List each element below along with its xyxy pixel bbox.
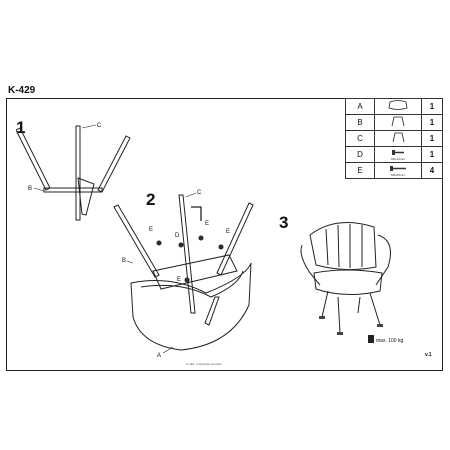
step-1-number: 1 (16, 118, 26, 137)
screw-icon (198, 235, 204, 241)
weight-icon (368, 335, 374, 343)
callout-a: A (157, 353, 161, 359)
callout-b: B (122, 258, 126, 264)
chair-legs (321, 290, 381, 334)
version-label: v.1 (425, 352, 432, 358)
part-row-e: E M6x25mm 4 (345, 162, 443, 179)
callout-e-2: E (205, 221, 209, 227)
leg-3 (216, 202, 254, 276)
callout-c: C (197, 190, 202, 196)
part-row-d: D M6x16mm 1 (345, 146, 443, 163)
part-spec: M6x25mm (391, 173, 406, 177)
leg-glide (319, 316, 325, 319)
rear-leg-left (75, 125, 81, 221)
front-leg-left (16, 127, 51, 191)
bolt-icon (178, 242, 184, 248)
right-armrest (375, 234, 391, 286)
seat-icon (388, 100, 408, 110)
part-row-a: A 1 (345, 98, 443, 115)
chair-seat (313, 269, 383, 296)
callout-e-3: E (226, 229, 230, 235)
part-code: B (345, 114, 375, 131)
part-qty: 4 (421, 162, 443, 179)
callout-c: C (97, 123, 102, 129)
part-code: A (345, 98, 375, 115)
part-row-c: C 1 (345, 130, 443, 147)
leg-glide (337, 332, 343, 335)
model-number: K-429 (8, 85, 36, 96)
screw-icon (184, 277, 190, 283)
step-3-diagram: max. 100 kg (300, 222, 403, 344)
callout-e-1: E (149, 227, 153, 233)
leg-4 (204, 296, 220, 326)
weight-limit: max. 100 kg (376, 338, 403, 344)
rear-leg-right (77, 177, 95, 216)
leg-glide (377, 324, 383, 327)
seat-edge (140, 270, 244, 298)
chair-back (309, 222, 377, 271)
callout-e-4: E (177, 277, 181, 283)
footnote: K-429 · instrukcja montażu (186, 362, 222, 366)
screw-icon (218, 244, 224, 250)
part-spec: M6x16mm (391, 157, 406, 161)
seat-shell (130, 262, 252, 351)
callout-b: B (28, 186, 32, 192)
callout-d: D (175, 233, 180, 239)
leg-2 (178, 194, 196, 314)
part-code: E (345, 162, 375, 179)
step-1-diagram: C B (16, 123, 131, 221)
part-code: C (345, 130, 375, 147)
assembly-sheet: K-429 1 2 3 C B (6, 85, 443, 371)
hex-key-icon (191, 206, 202, 221)
part-qty: 1 (421, 130, 443, 147)
backrest-channels (325, 224, 363, 268)
left-armrest (300, 244, 321, 286)
step-2-number: 2 (146, 190, 156, 209)
leg-1 (113, 204, 160, 278)
part-qty: 1 (421, 98, 443, 115)
rear-leg-frame-icon (392, 132, 405, 143)
part-code: D (345, 146, 375, 163)
leg-frame-base (152, 254, 238, 290)
screw-icon (390, 166, 406, 171)
sheet-frame (6, 98, 443, 371)
leg-crossbar (43, 187, 103, 193)
part-qty: 1 (421, 114, 443, 131)
parts-table: A 1 B 1 C 1 D M6x16mm 1 (345, 98, 443, 179)
step-2-diagram: C E D E E E B A (113, 190, 254, 359)
leg-frame-icon (391, 116, 405, 127)
step-3-number: 3 (279, 213, 289, 232)
part-qty: 1 (421, 146, 443, 163)
part-row-b: B 1 (345, 114, 443, 131)
front-leg-right (97, 135, 131, 193)
bolt-icon (392, 150, 404, 155)
screw-icon (156, 240, 162, 246)
